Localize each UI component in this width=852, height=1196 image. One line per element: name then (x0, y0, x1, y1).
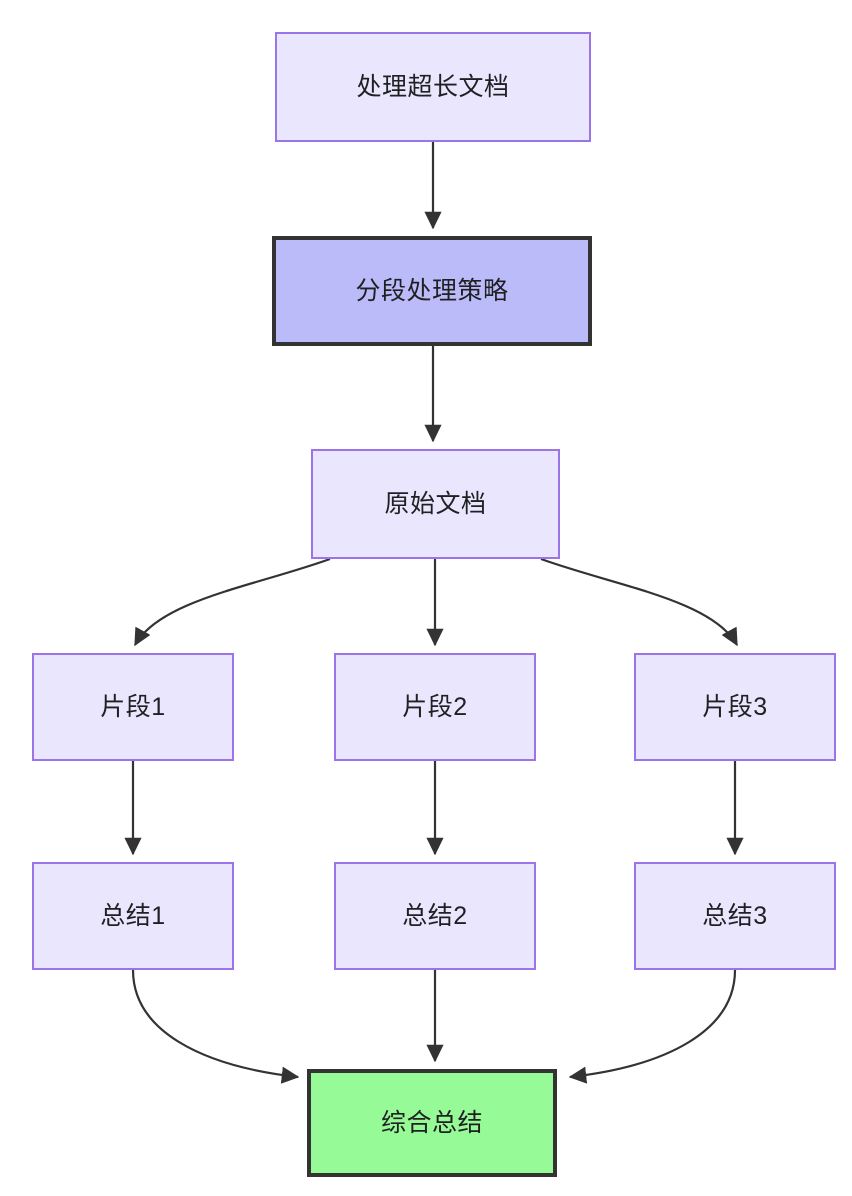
node-fragment-3[interactable]: 片段3 (634, 653, 836, 761)
node-label: 分段处理策略 (355, 277, 509, 305)
node-chunking-strategy[interactable]: 分段处理策略 (272, 236, 592, 346)
node-original-document[interactable]: 原始文档 (311, 449, 560, 559)
edge-n3-n6 (540, 557, 738, 647)
edge-n7-n10 (131, 969, 300, 1084)
node-label: 原始文档 (384, 490, 487, 518)
node-label: 处理超长文档 (356, 73, 510, 101)
node-label: 综合总结 (380, 1109, 483, 1137)
node-summary-2[interactable]: 总结2 (334, 862, 536, 970)
node-label: 片段3 (702, 693, 768, 721)
node-label: 总结2 (402, 902, 468, 930)
node-process-long-document[interactable]: 处理超长文档 (275, 32, 591, 142)
node-summary-1[interactable]: 总结1 (32, 862, 234, 970)
node-comprehensive-summary[interactable]: 综合总结 (307, 1069, 557, 1177)
node-label: 片段1 (100, 693, 166, 721)
node-label: 总结1 (100, 902, 166, 930)
edge-n3-n4 (134, 557, 331, 647)
edge-n9-n10 (568, 969, 737, 1084)
node-label: 总结3 (702, 902, 768, 930)
node-fragment-1[interactable]: 片段1 (32, 653, 234, 761)
node-label: 片段2 (402, 693, 468, 721)
node-summary-3[interactable]: 总结3 (634, 862, 836, 970)
node-fragment-2[interactable]: 片段2 (334, 653, 536, 761)
